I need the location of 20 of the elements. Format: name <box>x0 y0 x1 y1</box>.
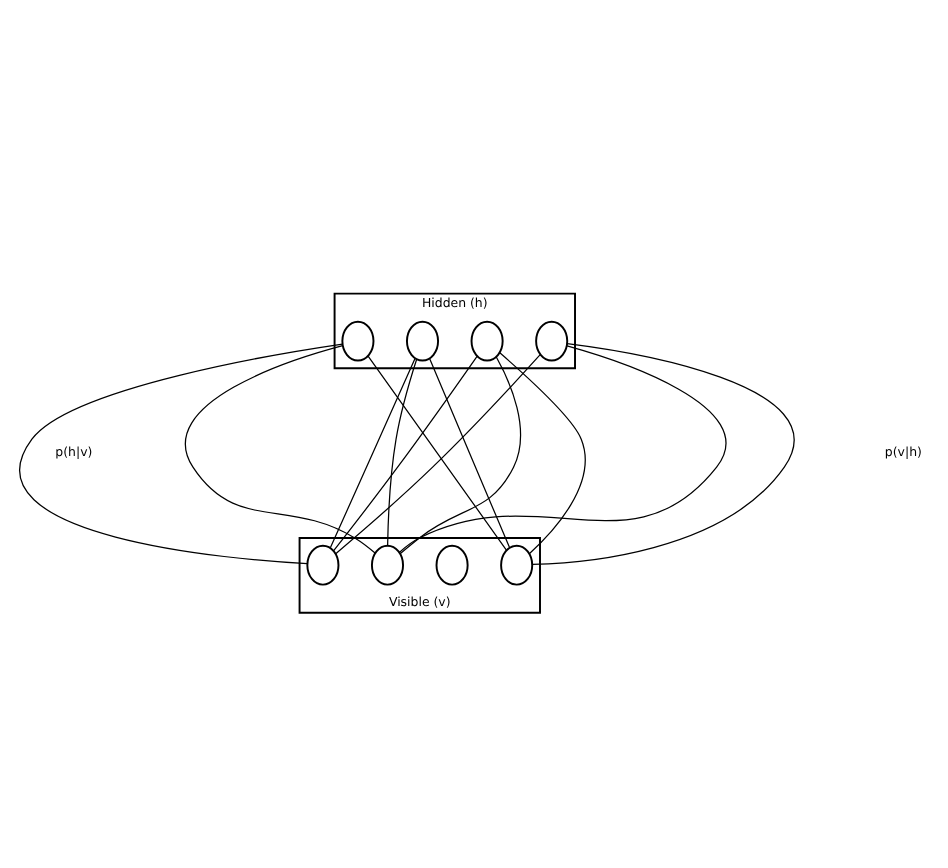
node-circle <box>500 544 534 586</box>
connector <box>335 354 541 555</box>
node-circle <box>306 544 340 586</box>
connector <box>428 358 511 549</box>
connector <box>499 352 586 555</box>
connector <box>19 343 344 565</box>
connector <box>333 355 478 552</box>
connector <box>399 356 522 555</box>
node-circle <box>341 320 375 362</box>
node-circle <box>535 320 569 362</box>
connector <box>185 345 376 554</box>
node-circle <box>435 544 469 586</box>
connector <box>329 358 416 549</box>
node-circle <box>405 320 440 362</box>
connector <box>387 358 418 547</box>
connector <box>531 343 794 565</box>
node-circle <box>470 320 504 362</box>
connector <box>398 345 727 554</box>
node-circle <box>370 544 405 586</box>
connector <box>367 355 508 551</box>
